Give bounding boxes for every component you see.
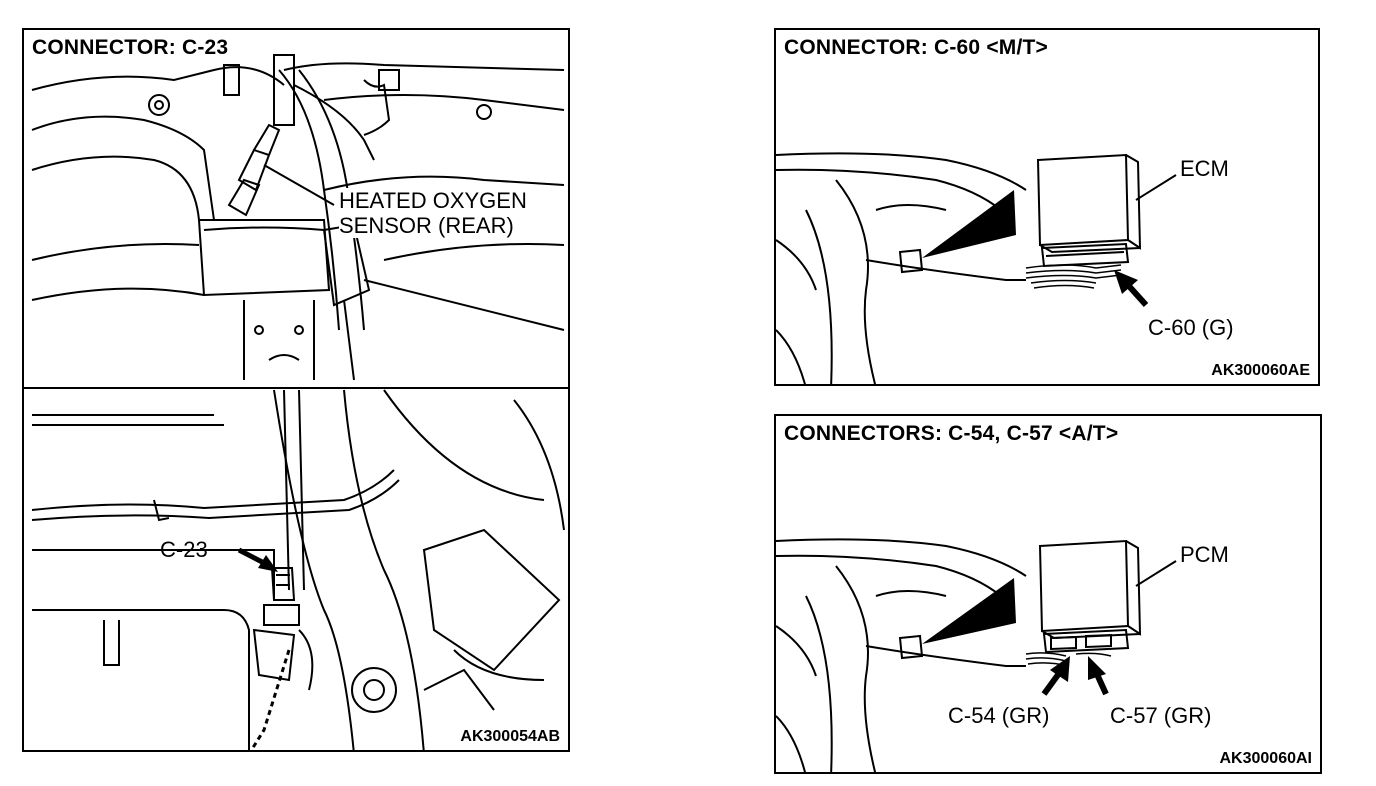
connector-label-c60: C-60 (G) — [1148, 315, 1234, 340]
connector-label-c54: C-54 (GR) — [948, 703, 1050, 728]
panel-title-c23: CONNECTOR: C-23 — [32, 36, 229, 59]
sensor-label-line2: SENSOR (REAR) — [339, 213, 514, 238]
c60-illustration — [776, 152, 1177, 384]
panel-title-c54-c57: CONNECTORS: C-54, C-57 <A/T> — [784, 422, 1119, 445]
panel-connectors-c54-c57: CONNECTORS: C-54, C-57 <A/T> PCM C-54 (G… — [774, 414, 1322, 774]
image-code-c54-c57: AK300060AI — [1219, 750, 1313, 767]
image-code-c60: AK300060AE — [1211, 362, 1310, 379]
image-code-c23: AK300054AB — [460, 728, 560, 745]
connector-label-c57: C-57 (GR) — [1110, 703, 1212, 728]
module-label-ecm: ECM — [1180, 156, 1229, 181]
sensor-label-line1: HEATED OXYGEN — [339, 188, 527, 213]
panel-connector-c23: CONNECTOR: C-23 HEATED OXYGEN SENSOR (RE… — [22, 28, 570, 752]
panel-connector-c60: CONNECTOR: C-60 <M/T> ECM C-60 (G) AK300… — [774, 28, 1320, 386]
module-label-pcm: PCM — [1180, 542, 1229, 567]
c23-illustration — [24, 54, 568, 750]
c54-c57-illustration — [776, 538, 1177, 772]
panel-title-c60: CONNECTOR: C-60 <M/T> — [784, 36, 1049, 59]
connector-label-c23: C-23 — [160, 537, 208, 562]
